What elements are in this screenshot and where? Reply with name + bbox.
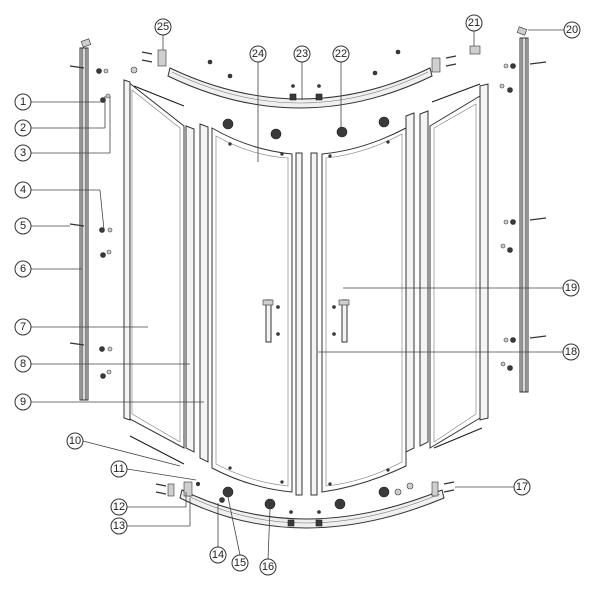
right-bottom-seal-strip: [433, 427, 483, 449]
callout-23: 23: [293, 45, 311, 63]
callout-5: 5: [14, 217, 32, 235]
callout-10: 10: [66, 432, 84, 450]
callout-18: 18: [562, 343, 580, 361]
right-door-handle: [332, 299, 350, 343]
svg-text:8: 8: [20, 358, 26, 370]
right-top-seal-strip: [431, 83, 481, 103]
right-wall-fixings: [499, 61, 547, 371]
svg-text:24: 24: [252, 48, 264, 60]
top-rollers: [222, 116, 390, 140]
callout-14: 14: [209, 546, 227, 564]
svg-text:15: 15: [234, 557, 246, 569]
left-door-handle: [262, 299, 280, 343]
right-vertical-profiles: [405, 110, 429, 453]
left-wall-profile: [79, 47, 89, 401]
callout-8: 8: [14, 355, 32, 373]
svg-text:1: 1: [20, 96, 26, 108]
svg-text:16: 16: [262, 561, 274, 573]
top-curved-rail: [167, 67, 433, 109]
left-bottom-seal-strip: [129, 435, 185, 465]
callout-7: 7: [14, 318, 32, 336]
svg-text:22: 22: [335, 48, 347, 60]
svg-text:11: 11: [113, 463, 124, 475]
svg-text:2: 2: [20, 122, 26, 134]
callout-2: 2: [14, 119, 32, 137]
callout-12: 12: [110, 498, 128, 516]
svg-text:12: 12: [113, 501, 125, 513]
top-fixings: [130, 45, 481, 101]
callout-17: 17: [513, 478, 531, 496]
svg-text:13: 13: [113, 520, 125, 532]
callout-6: 6: [14, 260, 32, 278]
left-vertical-profiles: [185, 123, 209, 463]
leader-lines: [31, 29, 564, 560]
center-vertical-profiles: [295, 152, 318, 496]
svg-text:25: 25: [157, 21, 169, 33]
svg-text:23: 23: [296, 48, 308, 60]
svg-text:18: 18: [565, 346, 577, 358]
svg-text:3: 3: [20, 147, 26, 159]
callout-15: 15: [231, 554, 249, 572]
svg-text:7: 7: [20, 321, 26, 333]
right-sliding-door: [321, 127, 407, 493]
right-wall-cap: [516, 26, 528, 36]
callout-16: 16: [259, 558, 277, 576]
left-wall-fixings: [69, 65, 113, 379]
svg-text:6: 6: [20, 263, 26, 275]
svg-text:9: 9: [20, 396, 26, 408]
callout-25: 25: [154, 18, 172, 36]
svg-text:5: 5: [20, 220, 26, 232]
svg-text:21: 21: [468, 17, 480, 29]
callout-11: 11: [110, 460, 128, 478]
svg-text:10: 10: [69, 435, 81, 447]
bottom-curved-rail: [179, 489, 445, 529]
left-wall-cap: [80, 38, 92, 48]
callout-3: 3: [14, 144, 32, 162]
callout-22: 22: [332, 45, 350, 63]
callout-20: 20: [563, 21, 581, 39]
callout-9: 9: [14, 393, 32, 411]
callout-21: 21: [465, 14, 483, 32]
svg-text:20: 20: [566, 24, 578, 36]
callout-19: 19: [562, 279, 580, 297]
right-fixed-glass-panel: [429, 83, 489, 449]
svg-text:4: 4: [20, 184, 26, 196]
left-fixed-glass-panel: [123, 79, 185, 449]
svg-text:14: 14: [212, 549, 224, 561]
left-top-seal-strip: [133, 85, 185, 107]
callout-13: 13: [110, 517, 128, 535]
callout-1: 1: [14, 93, 32, 111]
callout-4: 4: [14, 181, 32, 199]
callout-24: 24: [249, 45, 267, 63]
right-wall-profile: [519, 37, 529, 393]
svg-text:17: 17: [516, 481, 528, 493]
left-sliding-door: [211, 127, 293, 493]
svg-text:19: 19: [565, 282, 577, 294]
